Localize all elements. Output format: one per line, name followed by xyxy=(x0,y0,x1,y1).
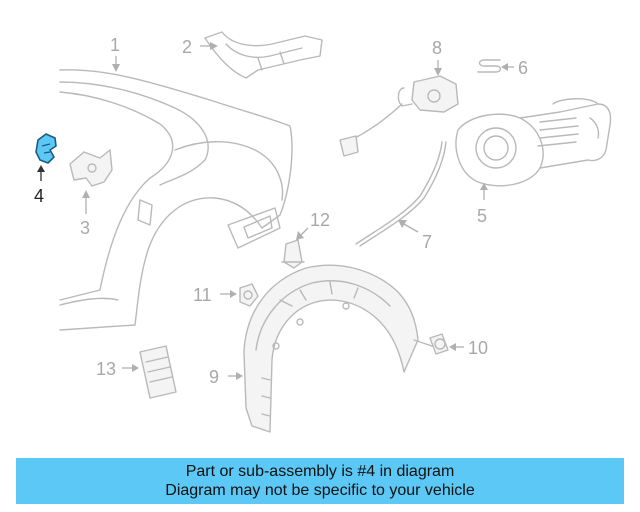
callout-5: 5 xyxy=(477,206,487,226)
extension-bracket xyxy=(204,31,323,79)
banner-line-1: Part or sub-assembly is #4 in diagram xyxy=(185,463,455,480)
callout-3: 3 xyxy=(80,218,90,238)
callout-13: 13 xyxy=(96,359,116,379)
parts-diagram: 1 2 3 4 5 6 xyxy=(34,31,612,433)
quarter-panel xyxy=(59,69,293,331)
callout-4: 4 xyxy=(34,186,44,206)
spring-clip xyxy=(477,59,502,73)
callout-10: 10 xyxy=(468,338,488,358)
retainer-clip xyxy=(281,239,305,269)
callout-7: 7 xyxy=(422,232,432,252)
callout-8: 8 xyxy=(432,38,442,58)
highlighted-part-4 xyxy=(35,133,57,164)
inner-bracket xyxy=(69,149,113,187)
callout-2: 2 xyxy=(182,37,192,57)
callout-9: 9 xyxy=(209,367,219,387)
callout-12: 12 xyxy=(310,210,330,230)
fuel-filler-housing xyxy=(455,98,612,187)
release-cable xyxy=(355,141,447,247)
banner-line-2: Diagram may not be specific to your vehi… xyxy=(165,482,475,499)
wheel-well-liner xyxy=(243,264,419,433)
push-clip xyxy=(239,283,259,307)
callout-6: 6 xyxy=(518,58,528,78)
door-actuator xyxy=(339,75,459,157)
callout-11: 11 xyxy=(193,285,212,305)
vent-panel xyxy=(139,345,177,399)
callout-1: 1 xyxy=(110,35,120,55)
bolt xyxy=(413,333,449,355)
info-banner: Part or sub-assembly is #4 in diagram Di… xyxy=(16,458,624,504)
